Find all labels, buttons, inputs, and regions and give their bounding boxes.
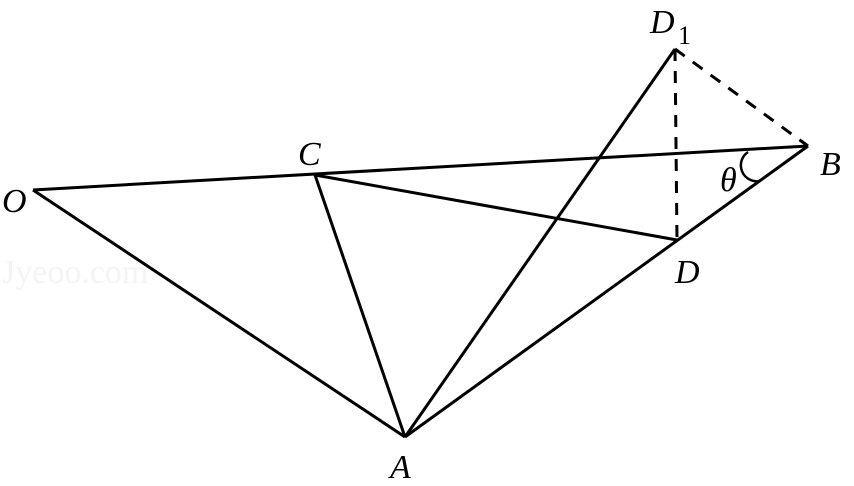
label-theta: θ (720, 162, 737, 199)
label-C: C (298, 136, 321, 173)
label-B: B (820, 146, 841, 183)
angle-arc (739, 150, 761, 183)
dashed-segment-D1D (673, 48, 679, 241)
label-D: D (674, 254, 700, 291)
label-D1: D (649, 4, 675, 41)
segment-OA (32, 188, 406, 439)
label-O: O (2, 183, 27, 220)
segment-AB (404, 144, 809, 439)
dashed-segment-D1B (674, 47, 809, 148)
segment-OB (32, 144, 809, 192)
label-A: A (388, 449, 411, 486)
segment-AD1 (403, 48, 677, 438)
watermark: Jyeoo.com (2, 254, 148, 291)
segment-CD (314, 173, 678, 242)
segment-CA (313, 174, 407, 438)
label-D1-subscript: 1 (678, 21, 691, 50)
